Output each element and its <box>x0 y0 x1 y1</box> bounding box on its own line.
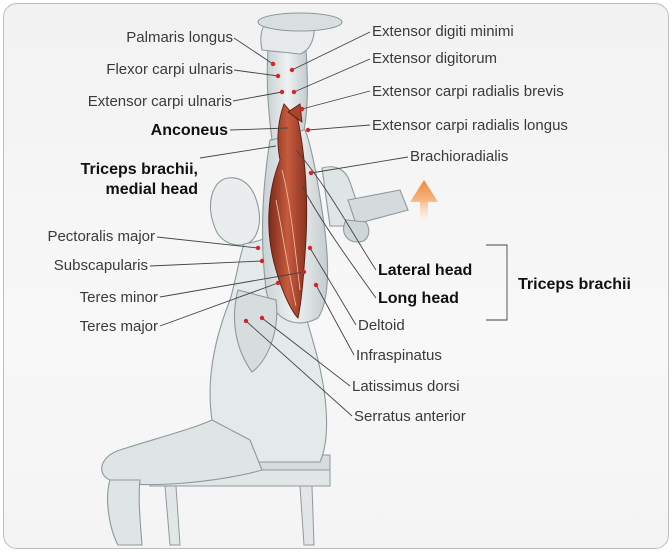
label-brachioradialis: Brachioradialis <box>410 148 508 165</box>
label-extensor-carpi-radialis-longus: Extensor carpi radialis longus <box>372 117 568 134</box>
label-infraspinatus: Infraspinatus <box>356 347 442 364</box>
label-extensor-digiti-minimi: Extensor digiti minimi <box>372 23 514 40</box>
label-teres-major: Teres major <box>80 318 158 335</box>
label-palmaris-longus: Palmaris longus <box>126 29 233 46</box>
label-long-head: Long head <box>378 290 459 307</box>
label-latissimus-dorsi: Latissimus dorsi <box>352 378 460 395</box>
label-subscapularis: Subscapularis <box>54 257 148 274</box>
label-extensor-carpi-radialis-brevis: Extensor carpi radialis brevis <box>372 83 564 100</box>
label-teres-minor: Teres minor <box>80 289 158 306</box>
label-lateral-head: Lateral head <box>378 262 472 279</box>
label-anconeus: Anconeus <box>151 122 228 139</box>
label-triceps-medial-line1: Triceps brachii, <box>81 161 198 178</box>
label-triceps-medial-line2: medial head <box>106 181 198 198</box>
up-arrow-icon <box>410 180 438 228</box>
label-deltoid: Deltoid <box>358 317 405 334</box>
label-pectoralis-major: Pectoralis major <box>47 228 155 245</box>
label-triceps-brachii: Triceps brachii <box>518 276 631 293</box>
label-extensor-digitorum: Extensor digitorum <box>372 50 497 67</box>
right-labels: Extensor digiti minimi Extensor digitoru… <box>352 23 631 425</box>
label-extensor-carpi-ulnaris: Extensor carpi ulnaris <box>88 93 232 110</box>
label-flexor-carpi-ulnaris: Flexor carpi ulnaris <box>106 61 233 78</box>
label-serratus-anterior: Serratus anterior <box>354 408 466 425</box>
